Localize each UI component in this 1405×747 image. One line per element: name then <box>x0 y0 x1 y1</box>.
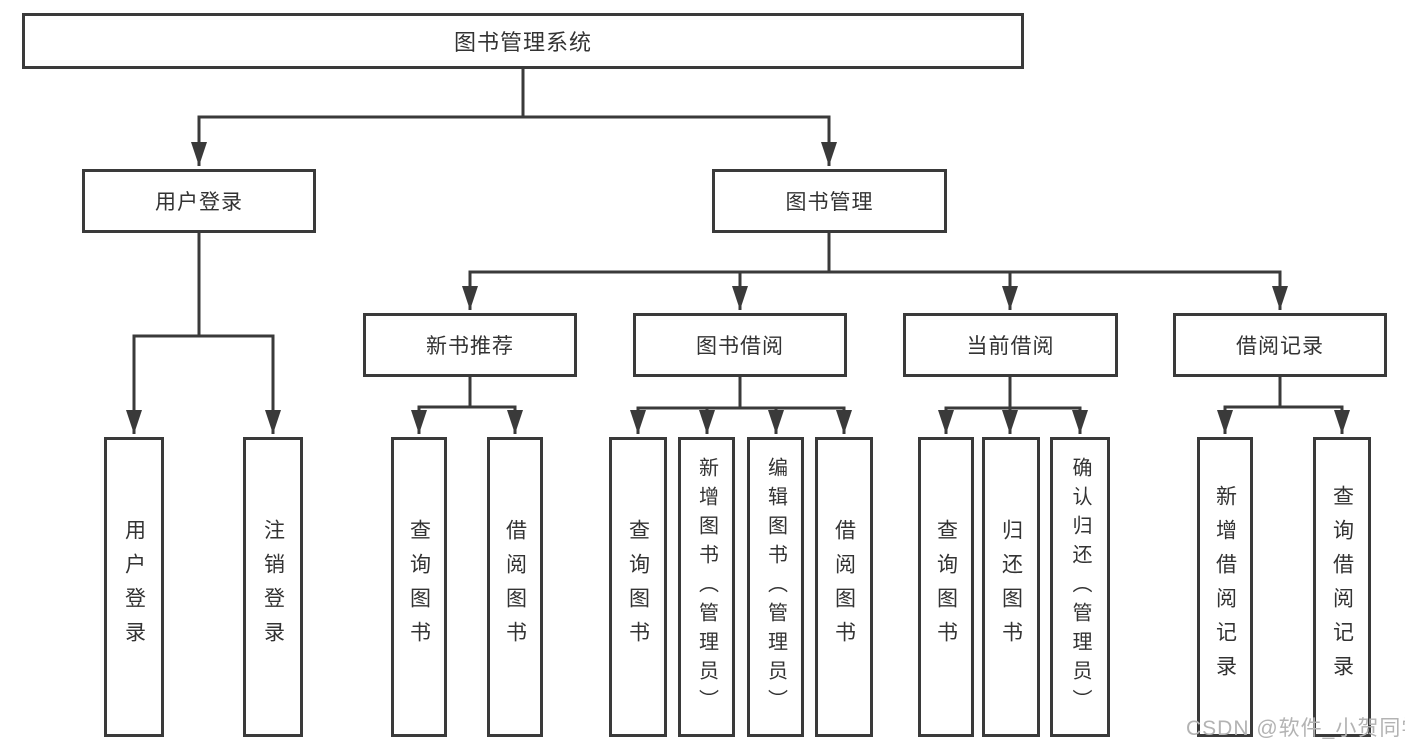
node-library-management-system: 图书管理系统 <box>22 13 1024 69</box>
node-label: 当前借阅 <box>966 335 1055 358</box>
leaf-query-borrow-record: 查询借阅记录 <box>1313 437 1371 737</box>
leaf-label: 查询借阅记录 <box>1330 485 1354 689</box>
node-label: 图书借阅 <box>696 335 784 358</box>
leaf-add-borrow-record: 新增借阅记录 <box>1197 437 1253 737</box>
leaf-label: 新增图书（管理员） <box>695 456 718 718</box>
node-user-login: 用户登录 <box>82 169 316 233</box>
leaf-borrow-books-recommend: 借阅图书 <box>487 437 543 737</box>
leaf-edit-book-admin: 编辑图书（管理员） <box>747 437 804 737</box>
leaf-label: 用户登录 <box>122 519 146 655</box>
leaf-label: 查询图书 <box>626 519 650 655</box>
node-label: 新书推荐 <box>426 335 514 358</box>
leaf-logout: 注销登录 <box>243 437 303 737</box>
leaf-query-books-borrow: 查询图书 <box>609 437 667 737</box>
node-book-borrow: 图书借阅 <box>633 313 847 377</box>
node-borrow-records: 借阅记录 <box>1173 313 1387 377</box>
leaf-label: 确认归还（管理员） <box>1069 456 1091 718</box>
leaf-add-book-admin: 新增图书（管理员） <box>678 437 735 737</box>
leaf-user-login: 用户登录 <box>104 437 164 737</box>
leaf-label: 归还图书 <box>999 519 1023 655</box>
leaf-label: 编辑图书（管理员） <box>764 456 787 718</box>
node-label: 借阅记录 <box>1236 335 1324 358</box>
node-new-book-recommend: 新书推荐 <box>363 313 577 377</box>
node-current-borrow: 当前借阅 <box>903 313 1118 377</box>
csdn-watermark: CSDN @软件_小贺同学 <box>1186 717 1405 740</box>
leaf-label: 注销登录 <box>261 519 285 655</box>
leaf-query-books-recommend: 查询图书 <box>391 437 447 737</box>
node-label: 用户登录 <box>155 191 243 214</box>
node-label: 图书管理 <box>785 191 874 214</box>
node-label: 图书管理系统 <box>453 30 592 55</box>
leaf-query-books-current: 查询图书 <box>918 437 974 737</box>
leaf-borrow-books: 借阅图书 <box>815 437 873 737</box>
leaf-confirm-return-admin: 确认归还（管理员） <box>1050 437 1110 737</box>
leaf-label: 查询图书 <box>407 519 431 655</box>
node-book-management: 图书管理 <box>712 169 947 233</box>
leaf-label: 新增借阅记录 <box>1213 485 1237 689</box>
leaf-label: 查询图书 <box>934 519 958 655</box>
leaf-return-books: 归还图书 <box>982 437 1040 737</box>
leaf-label: 借阅图书 <box>503 519 527 655</box>
leaf-label: 借阅图书 <box>832 519 856 655</box>
